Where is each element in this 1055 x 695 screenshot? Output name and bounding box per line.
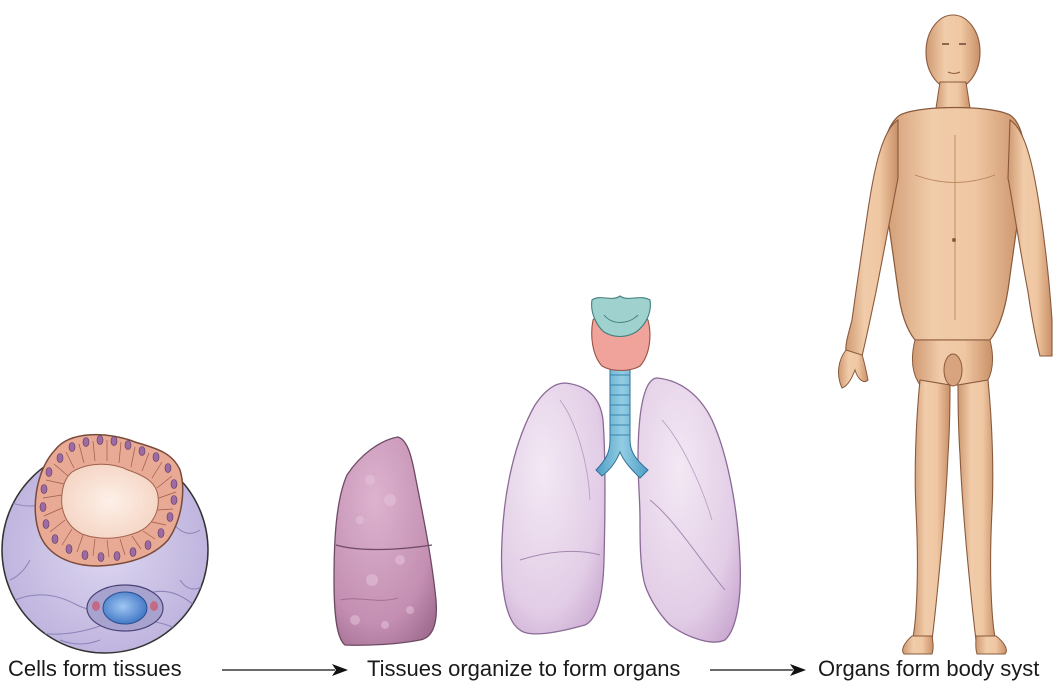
human-body-illustration (839, 15, 1052, 654)
torso (882, 108, 1025, 341)
single-lung-illustration (334, 437, 436, 645)
lungs-and-trachea-illustration (502, 296, 741, 642)
tissue-cross-section-illustration (2, 435, 208, 653)
arrow-organs-to-systems (710, 664, 806, 676)
head (926, 15, 980, 89)
arrow-cells-to-organs (222, 664, 348, 676)
left-leg (958, 380, 996, 640)
right-lung (502, 383, 605, 634)
right-leg (912, 380, 950, 640)
left-foot (976, 636, 1007, 654)
right-foot (903, 636, 934, 654)
caption-tissues-form-organs: Tissues organize to form organs (367, 656, 680, 682)
caption-organs-form-body-systems: Organs form body syst (818, 656, 1039, 682)
right-hand (839, 350, 868, 388)
caption-cells-form-tissues: Cells form tissues (8, 656, 182, 682)
left-lung (638, 378, 740, 642)
blood-vessel (87, 585, 163, 631)
